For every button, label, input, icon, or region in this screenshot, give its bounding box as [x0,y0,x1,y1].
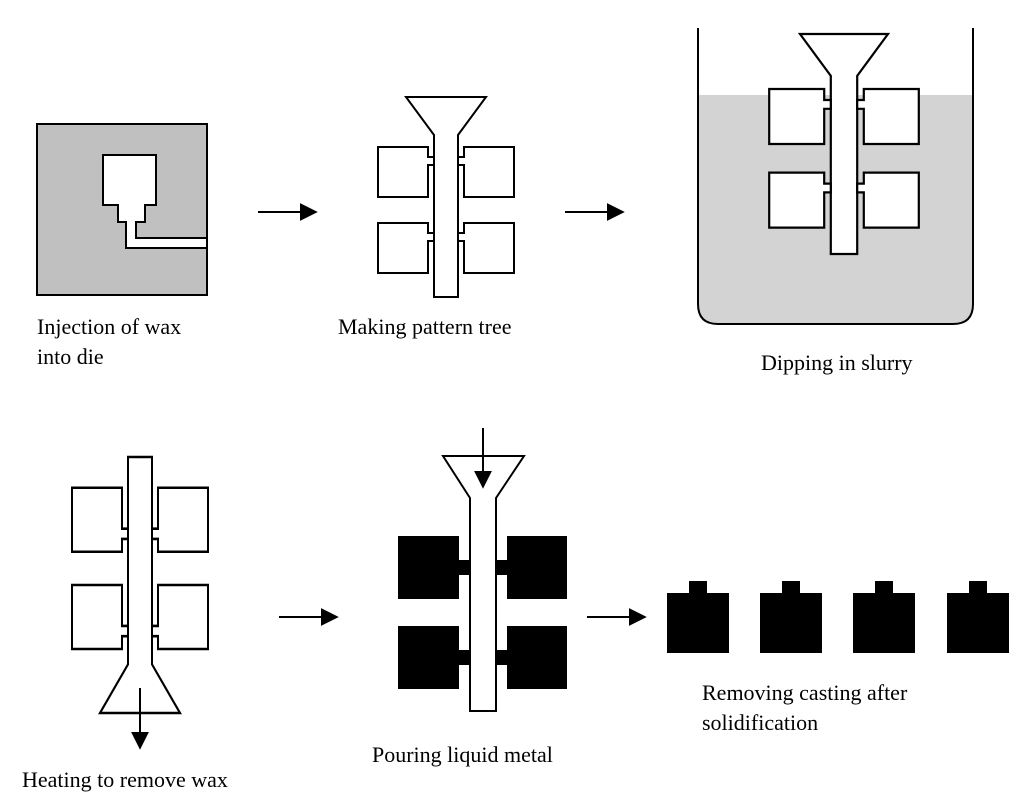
wax-die [36,123,208,296]
label-injection-line2: into die [37,344,104,369]
pouring-mold [398,428,567,712]
label-heating: Heating to remove wax [22,767,228,792]
label-removing-line1: Removing casting after [702,680,908,705]
heating-tree [70,455,210,750]
pattern-tree [377,96,515,298]
label-pattern: Making pattern tree [338,314,512,339]
label-removing-line2: solidification [702,710,819,735]
castings [667,581,1009,653]
label-injection: Injection of wax into die [37,312,181,372]
slurry-tank [697,28,974,325]
label-pouring: Pouring liquid metal [372,742,553,767]
label-injection-line1: Injection of wax [37,314,182,339]
label-removing: Removing casting after solidification [702,678,907,738]
label-dipping: Dipping in slurry [761,350,913,375]
